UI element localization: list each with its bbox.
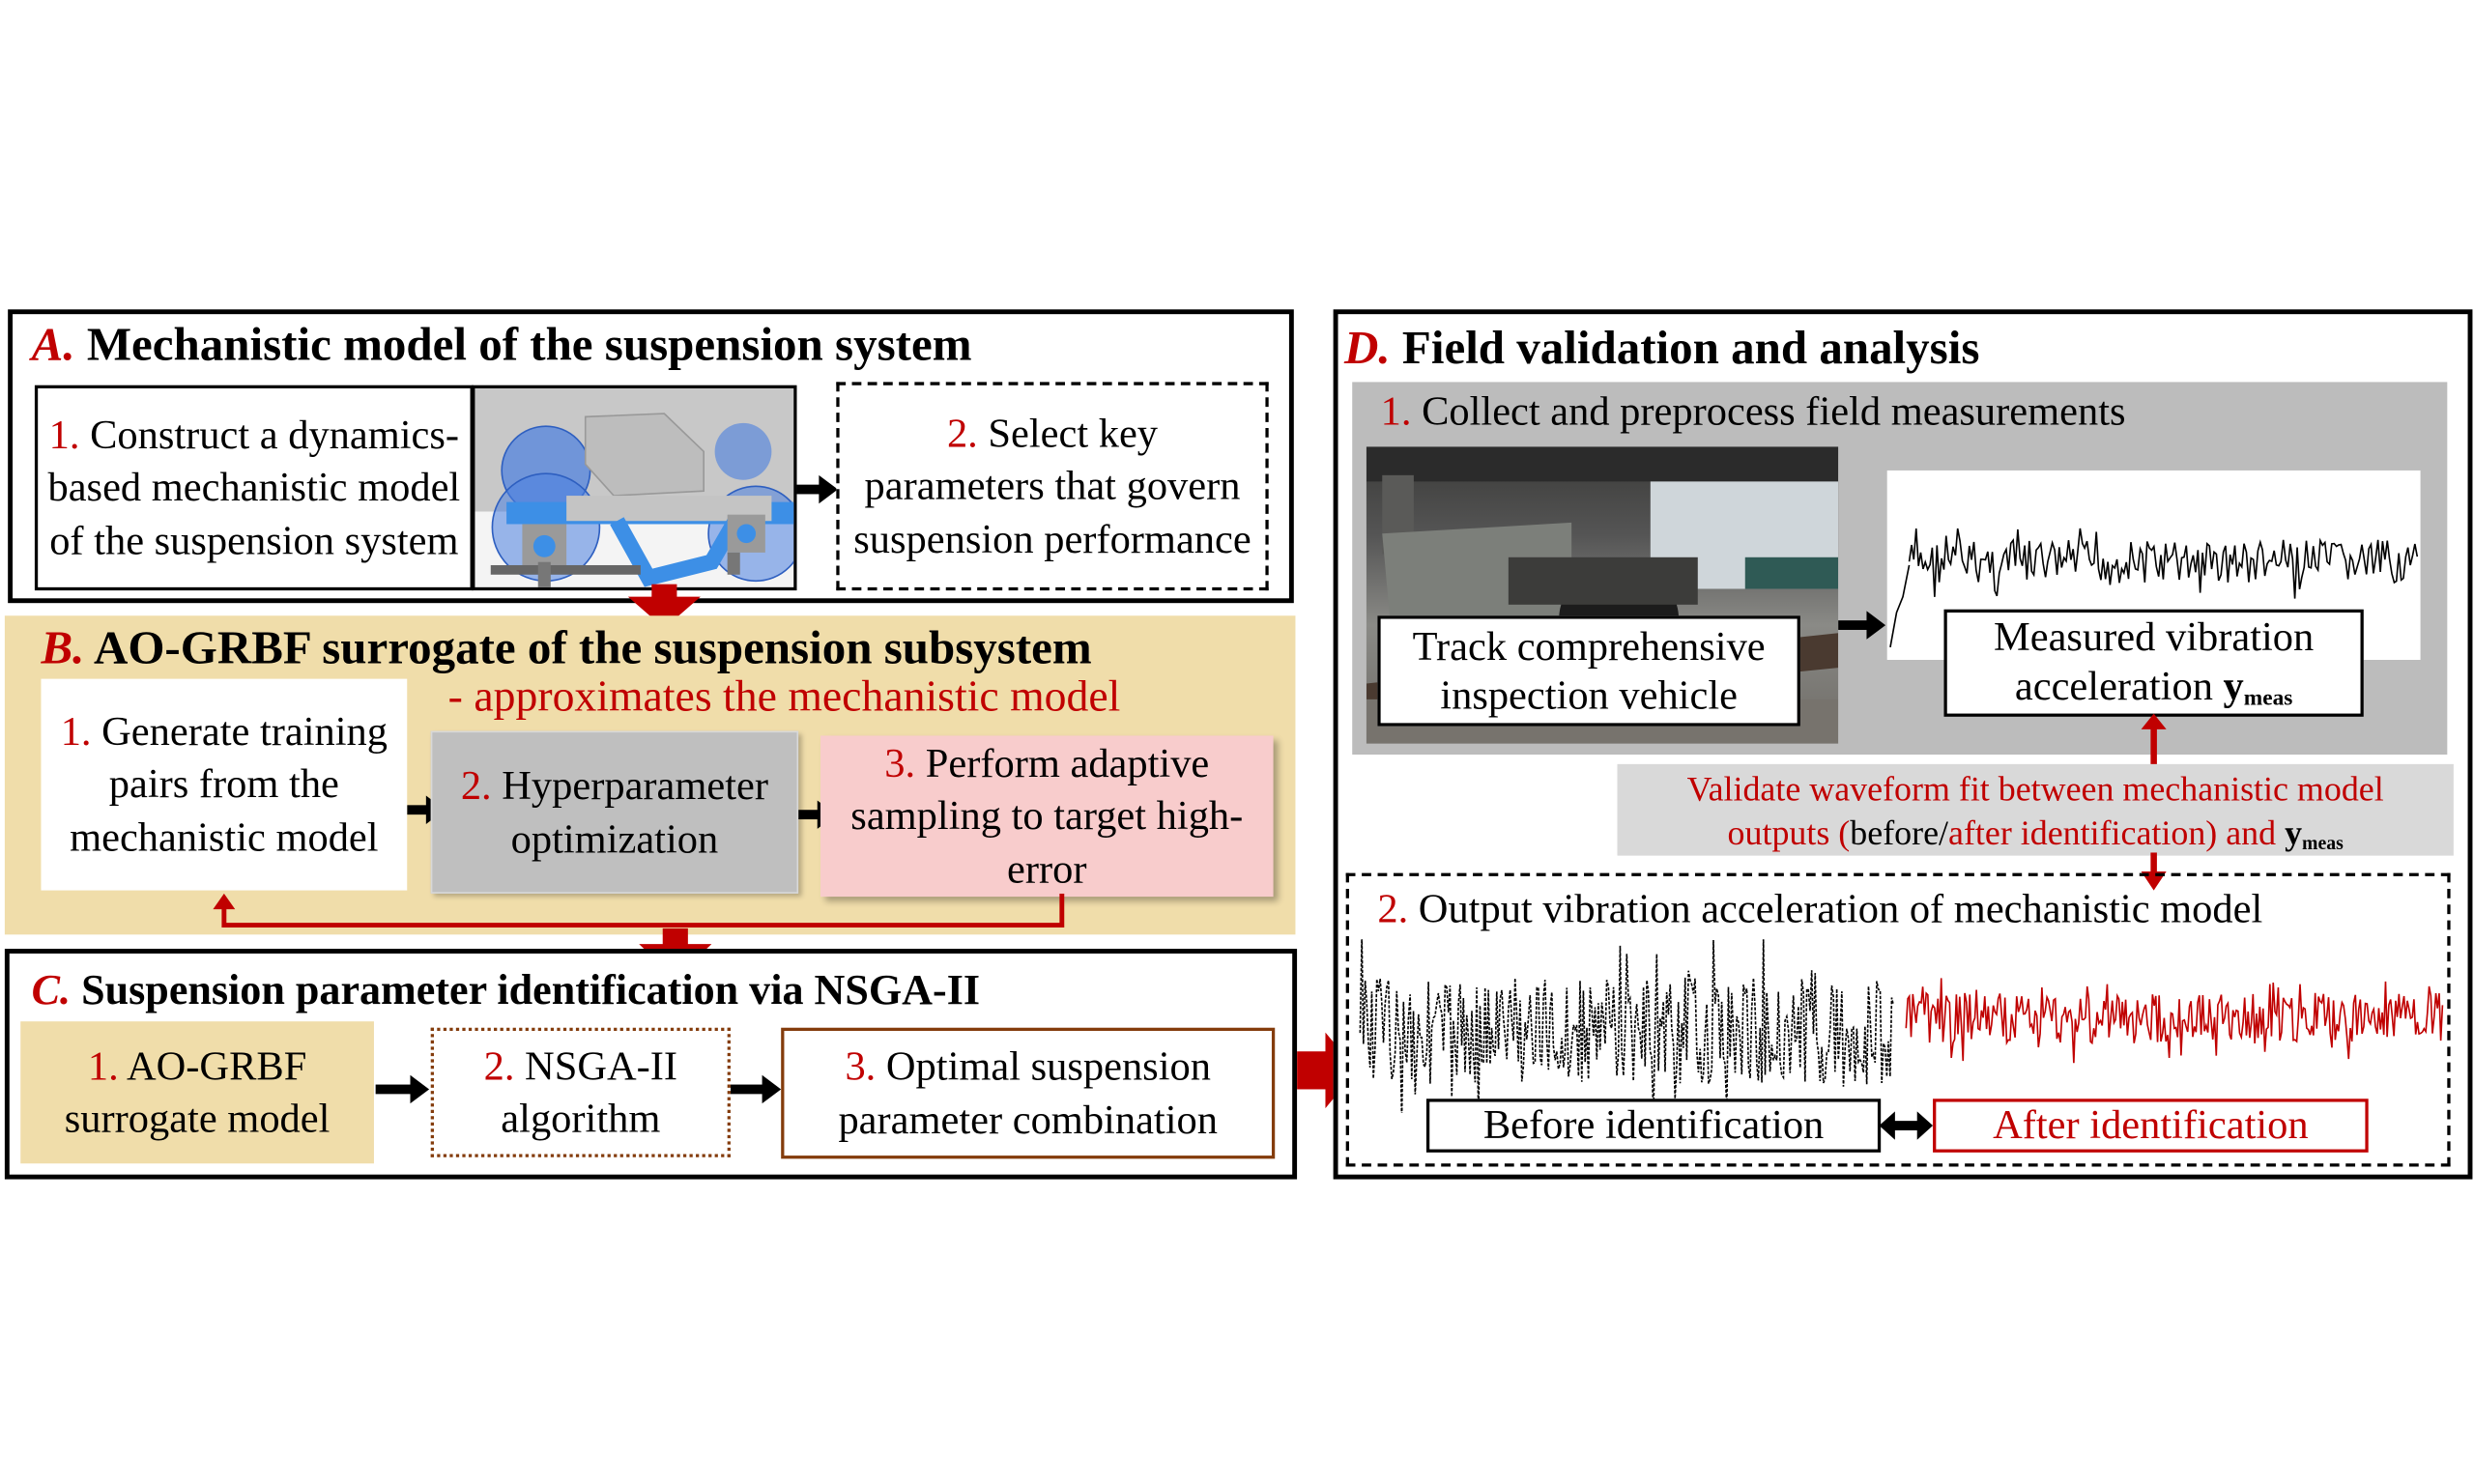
step-number: 1. [1380,387,1412,435]
arrow-right-icon [375,1074,430,1104]
panel-b-step1-box: 1. Generate training pairs from the mech… [41,678,408,891]
step-number: 2. [460,762,492,809]
y-meas-symbol: ymeas [2285,812,2344,854]
panel-a-title-text: Mechanistic model of the suspension syst… [86,319,972,371]
model-waveforms [1359,939,2444,1113]
validate-note-box: Validate waveform fit between mechanisti… [1617,763,2454,856]
measured-label-box: Measured vibration acceleration ymeas [1943,609,2364,717]
before-label: Before identification [1482,1102,1825,1149]
step-number: 3. [845,1043,877,1090]
feedback-loop-arrow-icon [213,893,1065,928]
step-text: Construct a dynamics-based mechanistic m… [47,412,461,563]
measured-waveform [1889,528,2419,648]
flow-arrow-down-icon [627,584,701,629]
bogie-model-image [472,385,797,591]
validate-line2-part-b: before/ [1850,812,1949,852]
panel-b-step3-box: 3. Perform adaptive sampling to target h… [820,735,1274,898]
panel-c-step1-box: 1. AO-GRBF surrogate model [20,1021,374,1164]
photo-label-text: Track comprehensive inspection vehicle [1412,623,1766,719]
panel-d-title-text: Field validation and analysis [1401,322,1980,375]
panel-d-letter: D. [1344,322,1391,375]
validate-line2-part-c: after identification) and [1948,812,2277,852]
panel-b-subtitle: - approximates the mechanistic model [447,672,1121,722]
after-identification-box: After identification [1933,1099,2369,1153]
step-text: Select key parameters that govern suspen… [853,410,1251,562]
panel-d-step2-area [1345,872,2451,1167]
panel-c-title: C. Suspension parameter identification v… [31,966,981,1014]
double-arrow-icon [1879,1111,1934,1140]
arrow-right-icon [730,1074,782,1104]
y-subscript: meas [2302,831,2344,854]
measured-waveform-line [1908,528,2419,599]
panel-a-title: A. Mechanistic model of the suspension s… [32,322,972,369]
step-text: AO-GRBF surrogate model [64,1042,331,1142]
panel-b-title: B. AO-GRBF surrogate of the suspension s… [41,621,1092,674]
step-text: Hyperparameter optimization [502,762,769,862]
y-subscript: meas [2243,686,2293,712]
panel-b-step2-box: 2. Hyperparameter optimization [430,730,799,894]
before-identification-waveform [1359,939,1895,1113]
step-number: 1. [87,1042,119,1090]
measured-label-line2: acceleration [2014,663,2213,710]
panel-a-letter: A. [31,319,75,371]
step-number: 1. [60,708,92,756]
step-text: Perform adaptive sampling to target high… [850,740,1244,892]
panel-a-step1-box: 1. Construct a dynamics-based mechanisti… [34,385,474,591]
step-number: 2. [1377,885,1409,932]
panel-d-step2-heading: 2. Output vibration acceleration of mech… [1377,886,2262,933]
validate-line2: outputs (before/after identification) an… [1618,811,2454,855]
measured-waveform-rise [1889,564,1911,648]
measured-label-line1: Measured vibration [1993,614,2315,661]
step-text: Optimal suspension parameter combination [838,1043,1218,1143]
after-identification-waveform [1905,978,2444,1064]
panel-d-step1-heading: 1. Collect and preprocess field measurem… [1381,388,2126,436]
y-symbol: y [2223,663,2244,710]
validate-line1: Validate waveform fit between mechanisti… [1686,768,2384,809]
step-number: 1. [48,412,80,459]
panel-a-step2-box: 2. Select key parameters that govern sus… [836,382,1269,591]
step-number: 2. [946,410,978,457]
step-text: Output vibration acceleration of mechani… [1418,885,2263,932]
photo-label-box: Track comprehensive inspection vehicle [1377,615,1800,727]
step-number: 2. [483,1042,515,1090]
panel-c-letter: C. [31,966,72,1014]
y-meas-symbol: ymeas [2223,663,2293,712]
y-symbol: y [2285,812,2303,852]
step-number: 3. [884,740,916,786]
panel-b-letter: B. [41,621,85,674]
validate-line2-part-a: outputs ( [1727,812,1851,852]
after-label: After identification [1993,1102,2309,1149]
arrow-right-icon [1838,611,1886,640]
step-text: Generate training pairs from the mechani… [70,708,388,860]
step-text: Collect and preprocess field measurement… [1422,387,2126,435]
arrow-up-icon [2141,713,2167,768]
panel-c-step2-box: 2. NSGA-II algorithm [430,1027,731,1157]
panel-c-title-text: Suspension parameter identification via … [81,966,981,1014]
panel-c-step3-box: 3. Optimal suspension parameter combinat… [781,1027,1276,1159]
arrow-right-icon [796,474,838,504]
before-identification-box: Before identification [1425,1099,1882,1153]
step-text: NSGA-II algorithm [501,1042,678,1142]
panel-d-title: D. Field validation and analysis [1344,325,1979,373]
panel-b-title-text: AO-GRBF surrogate of the suspension subs… [93,621,1092,674]
bogie-illustration [490,413,794,587]
